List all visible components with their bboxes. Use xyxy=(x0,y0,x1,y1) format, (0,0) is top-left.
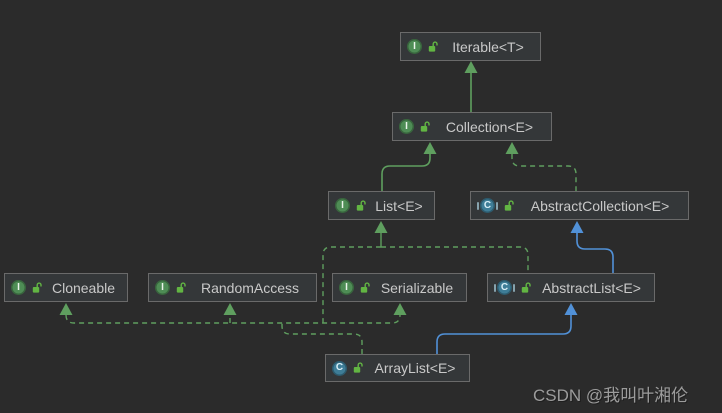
class-icon: C xyxy=(497,280,512,295)
edge-arraylist-feeder xyxy=(281,323,363,354)
abstract-mark-left xyxy=(477,201,479,210)
node-arraylist[interactable]: C ArrayList<E> xyxy=(325,354,470,382)
abstract-class-icon: C xyxy=(477,198,498,213)
node-random-access[interactable]: I RandomAccess xyxy=(148,273,317,302)
node-list[interactable]: I List<E> xyxy=(328,191,435,220)
interface-icon: I xyxy=(335,198,350,213)
edge-collection-extends-iterable xyxy=(464,61,478,112)
edge-abstractlist-extends-abstractcollection xyxy=(570,221,614,273)
node-cloneable[interactable]: I Cloneable xyxy=(4,273,128,302)
node-label: List<E> xyxy=(375,197,423,214)
arrowhead-into-cloneable xyxy=(59,303,73,315)
node-label: AbstractList<E> xyxy=(542,279,641,296)
node-collection[interactable]: I Collection<E> xyxy=(392,112,552,141)
node-label: Cloneable xyxy=(51,279,116,296)
public-lock-icon xyxy=(176,281,186,293)
public-lock-icon xyxy=(428,40,438,52)
public-lock-icon xyxy=(353,362,363,373)
arrowhead-into-serializable xyxy=(393,303,407,315)
class-icon: C xyxy=(480,198,495,213)
node-iterable[interactable]: I Iterable<T> xyxy=(400,32,541,61)
interface-icon: I xyxy=(407,39,422,54)
arrowhead-into-iterable xyxy=(464,61,478,73)
arrowhead-into-abstractlist xyxy=(564,303,578,315)
class-icon: C xyxy=(332,360,347,376)
node-abstract-list[interactable]: C AbstractList<E> xyxy=(487,273,655,302)
node-label: RandomAccess xyxy=(200,279,300,296)
public-lock-icon xyxy=(521,281,531,293)
interface-icon: I xyxy=(155,280,170,295)
arrowhead-into-collection-right xyxy=(505,142,519,154)
node-label: Iterable<T> xyxy=(452,38,524,55)
node-label: ArrayList<E> xyxy=(374,360,456,376)
abstract-class-icon: C xyxy=(494,280,515,295)
node-serializable[interactable]: I Serializable xyxy=(332,273,467,302)
interface-icon: I xyxy=(399,119,414,134)
node-label: AbstractCollection<E> xyxy=(530,197,670,214)
interface-icon: I xyxy=(339,280,354,295)
edge-abstractlist-implements-list xyxy=(381,246,529,273)
edge-list-extends-collection xyxy=(381,142,437,191)
node-label: Serializable xyxy=(380,279,454,296)
interface-icon: I xyxy=(11,280,26,295)
node-label: Collection<E> xyxy=(445,118,534,135)
csdn-watermark: CSDN @我叫叶湘伦 xyxy=(533,386,689,405)
abstract-mark-left xyxy=(494,283,496,292)
public-lock-icon xyxy=(356,199,366,211)
edge-arraylist-extends-abstractlist xyxy=(436,303,578,354)
arrowhead-into-abstractcollection xyxy=(570,221,584,233)
public-lock-icon xyxy=(504,199,514,211)
arrowhead-into-collection-left xyxy=(423,142,437,154)
arrowhead-into-list xyxy=(374,221,388,233)
public-lock-icon xyxy=(32,281,42,293)
edge-arraylist-implements-trunk xyxy=(59,303,407,354)
abstract-mark-right xyxy=(496,201,498,210)
arrowhead-into-randomaccess xyxy=(223,303,237,315)
edge-arraylist-implements-list xyxy=(322,246,381,323)
public-lock-icon xyxy=(420,120,430,132)
node-abstract-collection[interactable]: C AbstractCollection<E> xyxy=(470,191,689,220)
public-lock-icon xyxy=(360,281,370,293)
edge-implements-list xyxy=(322,221,529,323)
edge-abstractcollection-implements-collection xyxy=(505,142,577,191)
abstract-mark-right xyxy=(513,283,515,292)
